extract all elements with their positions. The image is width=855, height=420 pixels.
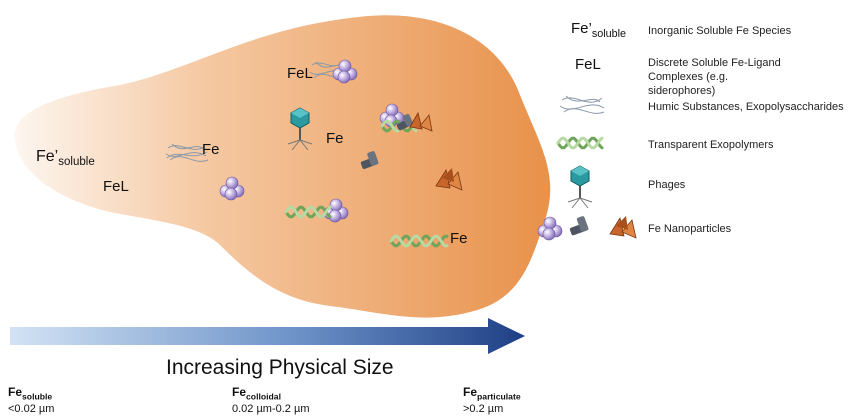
legend-double-helix-icon — [556, 136, 604, 150]
legend-text-tep: Transparent Exopolymers — [648, 139, 774, 151]
sphere-cluster-icon — [219, 176, 245, 201]
legend-grey-nanoparticle-icon — [569, 216, 589, 236]
fraction-particulate: Feparticulate >0.2 µm — [463, 385, 521, 416]
legend-text-phages: Phages — [648, 179, 686, 191]
legend-orange-nanoparticle-icon — [609, 216, 637, 239]
legend-text-nanoparticles: Fe Nanoparticles — [648, 223, 732, 235]
fel-label-left: FeL — [103, 178, 129, 195]
size-arrow — [10, 318, 525, 354]
fel-label-top: FeL — [287, 65, 313, 82]
legend-text-humic: Humic Substances, Exopolysaccharides — [648, 101, 844, 113]
fe-lower-right-label: Fe — [450, 230, 468, 247]
legend-humic-fiber-icon — [559, 95, 605, 114]
axis-title: Increasing Physical Size — [166, 356, 394, 379]
size-continuum-cloud — [14, 15, 551, 318]
grey-nanoparticle-icon — [396, 113, 414, 131]
legend-text-ligand: Discrete Soluble Fe-Ligand Complexes (e.… — [648, 57, 781, 97]
fe-phage-label: Fe — [326, 130, 344, 147]
legend-fel-symbol: FeL — [575, 56, 601, 73]
humic-fiber-icon — [165, 143, 209, 162]
orange-nanoparticle-icon — [435, 168, 463, 191]
orange-nanoparticle-icon — [409, 111, 433, 132]
grey-nanoparticle-icon — [360, 151, 379, 169]
legend-fe-soluble-symbol: Fe’soluble — [571, 20, 627, 40]
legend-text-inorganic: Inorganic Soluble Fe Species — [648, 25, 792, 37]
fe-humic-label: Fe — [202, 141, 220, 158]
legend-sphere-cluster-icon — [537, 216, 563, 241]
fe-soluble-label: Fe’soluble — [36, 148, 95, 169]
double-helix-icon — [389, 234, 449, 248]
phage-icon — [287, 107, 313, 151]
fraction-soluble: Fesoluble <0.02 µm — [8, 385, 55, 416]
legend-phage-icon — [567, 165, 593, 209]
sphere-cluster-icon — [332, 59, 358, 84]
double-helix-icon — [284, 205, 332, 219]
fraction-colloidal: Fecolloidal 0.02 µm-0.2 µm — [232, 385, 310, 416]
